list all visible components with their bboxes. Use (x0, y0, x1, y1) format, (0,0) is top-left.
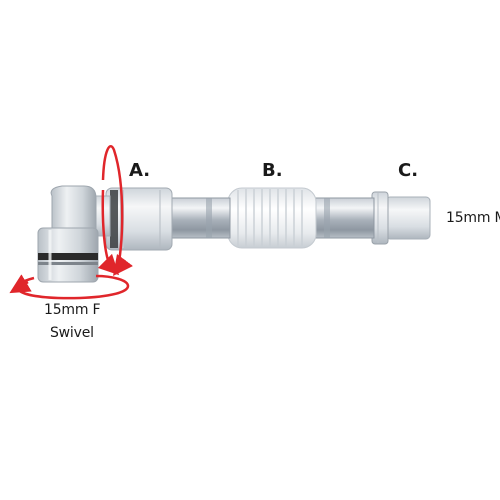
section-b-label: B. (262, 160, 283, 181)
male-connector-end (371, 191, 431, 245)
flexible-bellows (227, 187, 317, 249)
swivel-elbow (37, 185, 111, 283)
male-end-label: 15mm M (446, 210, 500, 226)
female-end-label: 15mm F (44, 302, 101, 318)
rotation-arrow-vertical (97, 145, 133, 276)
section-a-label: A. (129, 160, 151, 181)
right-tube-segment (313, 197, 375, 239)
rotation-arrow-horizontal (9, 274, 130, 300)
left-tube-segment (167, 197, 231, 239)
swivel-label: Swivel (50, 325, 94, 341)
collar-a (105, 187, 173, 251)
section-c-label: C. (398, 160, 419, 181)
